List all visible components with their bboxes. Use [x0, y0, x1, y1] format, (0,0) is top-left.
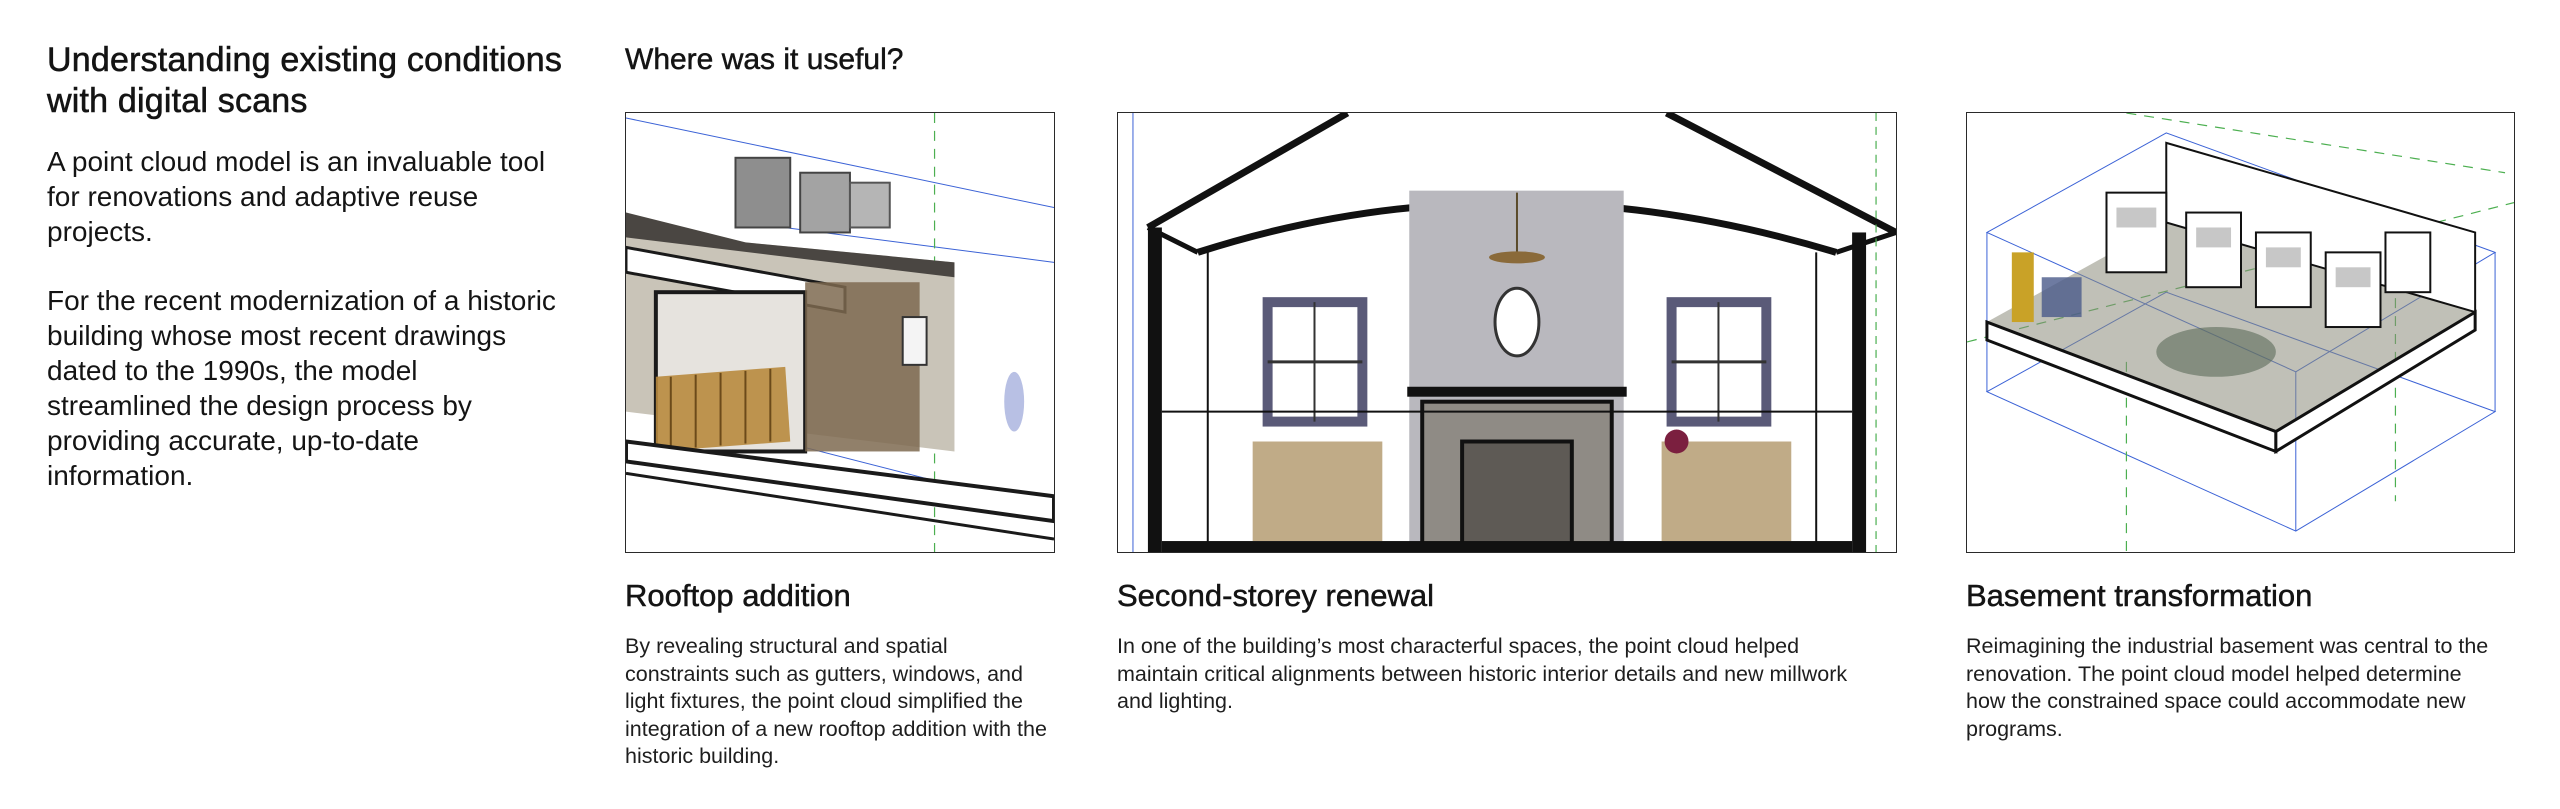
interior-point-cloud-image [1117, 112, 1897, 553]
card-basement-transformation: Basement transformation Reimagining the … [1966, 112, 2515, 743]
section-title: Where was it useful? [625, 43, 904, 77]
card-body: In one of the building’s most characterf… [1117, 634, 1848, 713]
intro-block: Understanding existing conditions with d… [47, 40, 567, 493]
card-title: Second-storey renewal [1117, 578, 1435, 614]
intro-paragraph-1: A point cloud model is an invaluable too… [47, 146, 546, 247]
interior-section-illustration [1132, 113, 1896, 552]
basement-axonometric-illustration [1967, 113, 2514, 552]
card-rooftop-addition: Rooftop addition By revealing structural… [625, 112, 1055, 771]
card-second-storey-renewal: Second-storey renewal In one of the buil… [1117, 112, 1897, 716]
intro-paragraph-2: For the recent modernization of a histor… [47, 285, 556, 491]
rooftop-illustration [626, 113, 1054, 552]
card-title: Basement transformation [1966, 578, 2313, 614]
basement-point-cloud-image [1966, 112, 2515, 553]
intro-heading: Understanding existing conditions with d… [47, 41, 563, 121]
rooftop-point-cloud-image [625, 112, 1055, 553]
card-body: By revealing structural and spatial cons… [625, 634, 1047, 768]
card-body: Reimagining the industrial basement was … [1966, 634, 2489, 741]
card-title: Rooftop addition [625, 578, 851, 614]
